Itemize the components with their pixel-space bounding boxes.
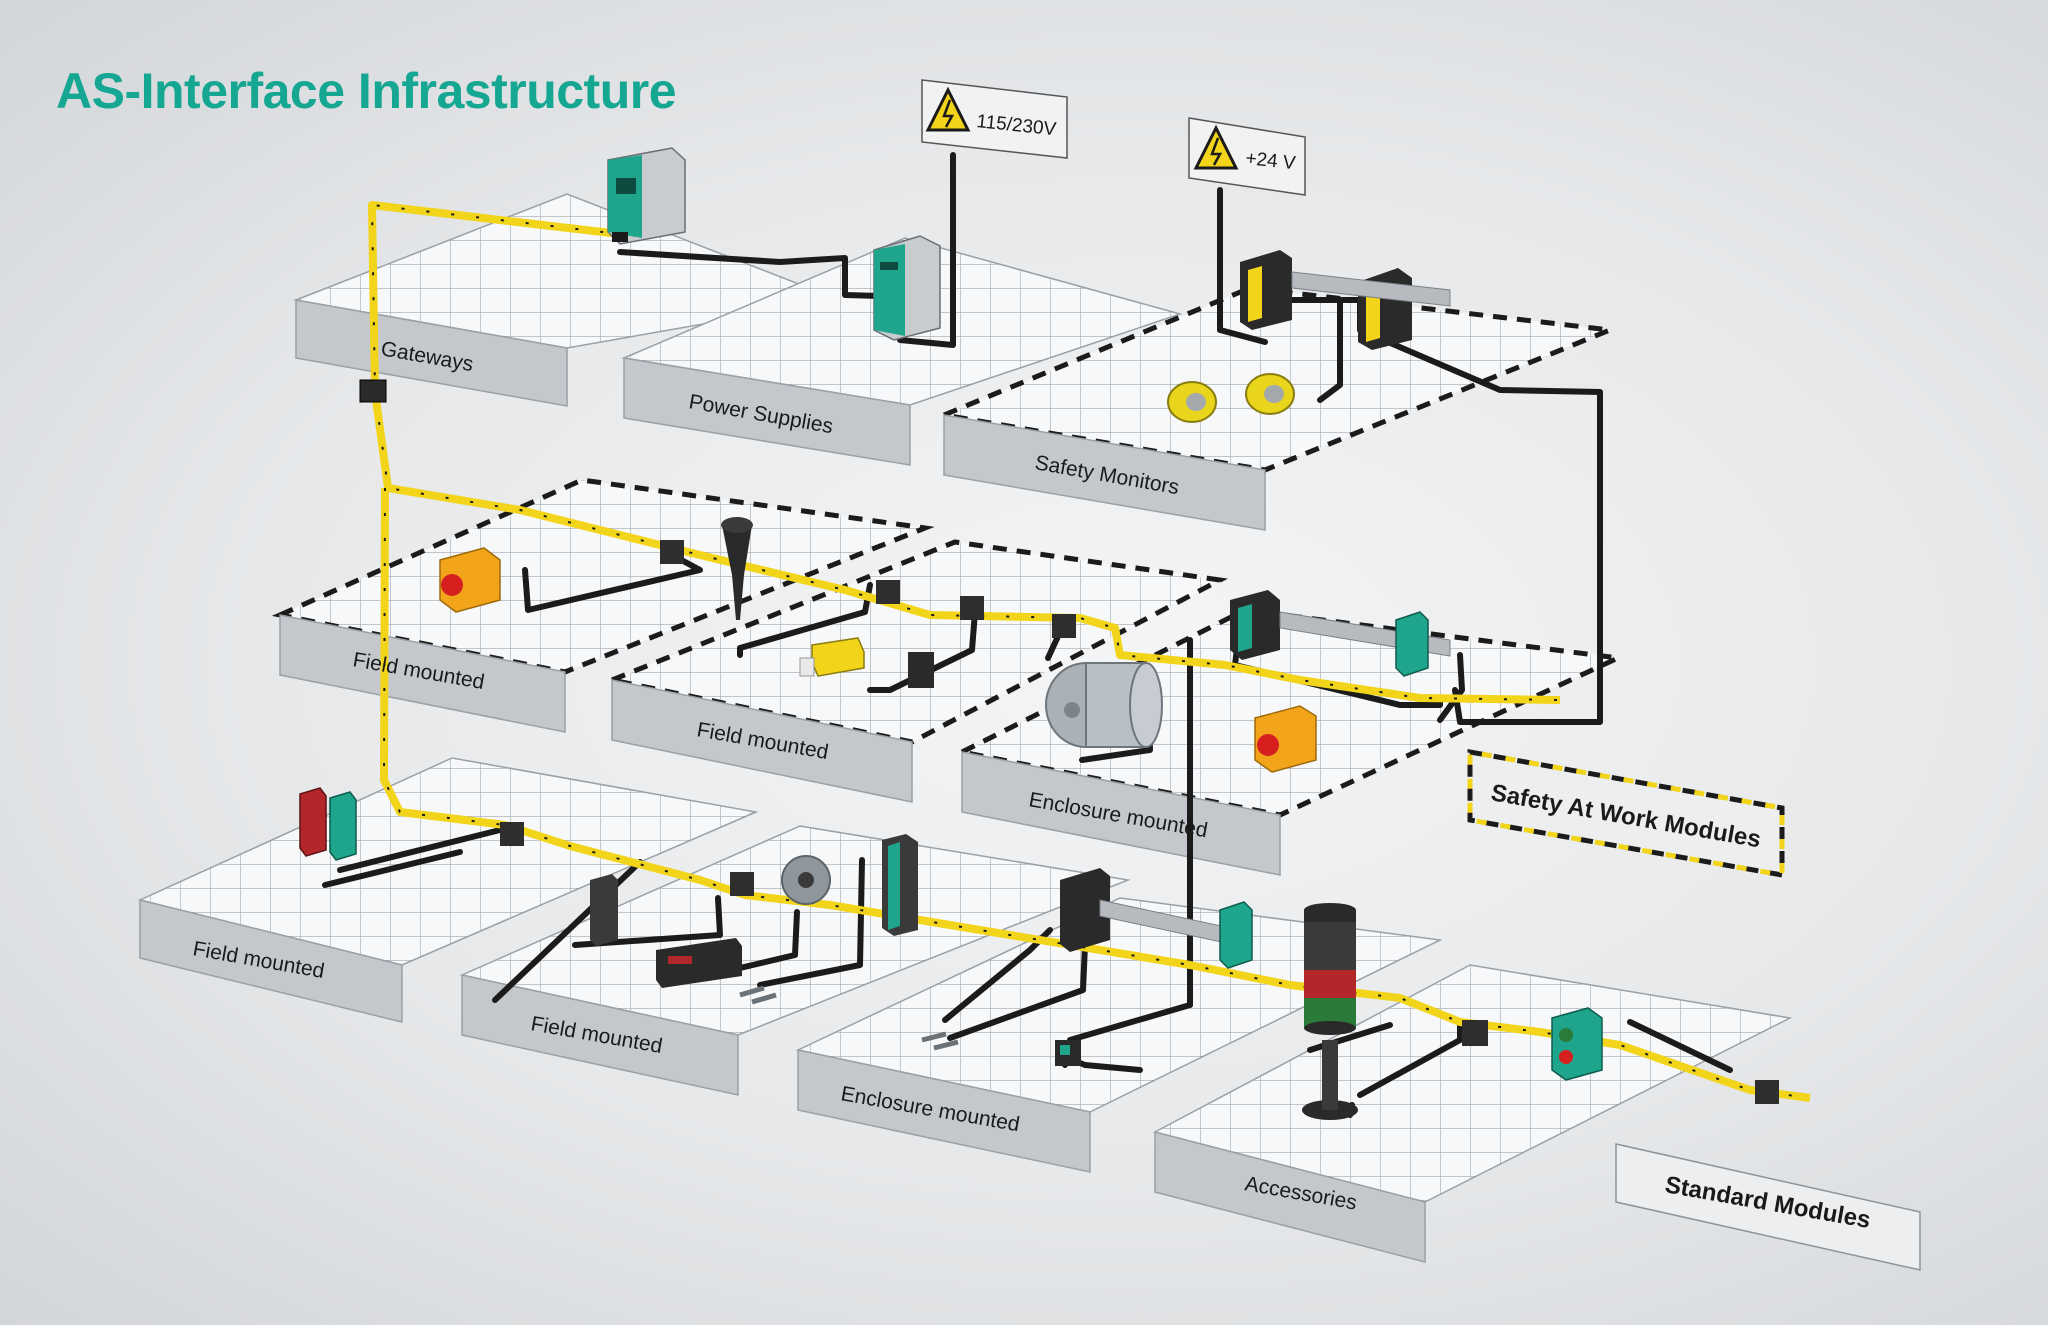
module-icon — [1060, 868, 1110, 952]
push-button-station-icon — [1551, 1007, 1603, 1081]
io-module-icon — [590, 874, 618, 946]
din-rail-icon — [1291, 271, 1451, 307]
rotary-encoder-icon — [1245, 373, 1295, 415]
power-supply-device-icon — [873, 235, 941, 341]
photo-sensor-icon — [1055, 1040, 1081, 1066]
safety-at-work-modules-label: Safety At Work Modules — [1467, 749, 1785, 878]
io-module-icon — [730, 872, 754, 896]
platform-field-mounted-safety-1 — [271, 477, 935, 733]
voltage-sign-24v: +24 V — [1188, 117, 1306, 196]
voltage-sign-115-230v: 115/230V — [921, 79, 1068, 159]
connector-box-icon — [359, 379, 387, 403]
proximity-sensor-icon — [921, 1031, 959, 1051]
teal-module-icon — [1219, 901, 1253, 969]
platform-enclosure-mounted-std — [795, 897, 1443, 1173]
emergency-stop-button-icon — [439, 547, 501, 613]
io-module-icon — [1052, 614, 1076, 638]
standard-modules-label: Standard Modules — [1615, 1143, 1921, 1271]
io-module-icon — [1755, 1080, 1779, 1104]
io-module-icon — [960, 596, 984, 620]
gateway-device-icon — [607, 147, 686, 245]
teal-module-icon — [882, 834, 918, 936]
safety-monitor-device-icon — [1240, 250, 1292, 330]
electric-motor-icon — [1045, 662, 1163, 748]
safety-light-curtain-sensor-icon — [299, 787, 357, 861]
rotary-encoder-icon — [1167, 381, 1217, 423]
safety-sensor-icon — [908, 652, 934, 688]
io-module-icon — [500, 822, 524, 846]
page-title: AS-Interface Infrastructure — [56, 63, 677, 119]
display-unit-icon — [656, 938, 742, 988]
proximity-sensor-icon — [739, 985, 777, 1005]
safety-switch-icon — [799, 637, 865, 677]
enabling-switch-icon — [721, 517, 753, 620]
emergency-stop-button-icon — [1254, 705, 1317, 773]
safety-relay-module-icon — [1230, 590, 1280, 660]
high-voltage-warning-icon — [925, 86, 971, 132]
io-module-icon — [660, 540, 684, 564]
io-module-icon — [1462, 1020, 1488, 1046]
io-module-icon — [876, 580, 900, 604]
high-voltage-warning-icon — [1193, 124, 1239, 170]
teal-module-icon — [1395, 611, 1429, 677]
rotary-encoder-icon — [781, 855, 831, 905]
black-power-cables — [322, 152, 1733, 1118]
signal-tower-icon — [1302, 903, 1358, 1120]
